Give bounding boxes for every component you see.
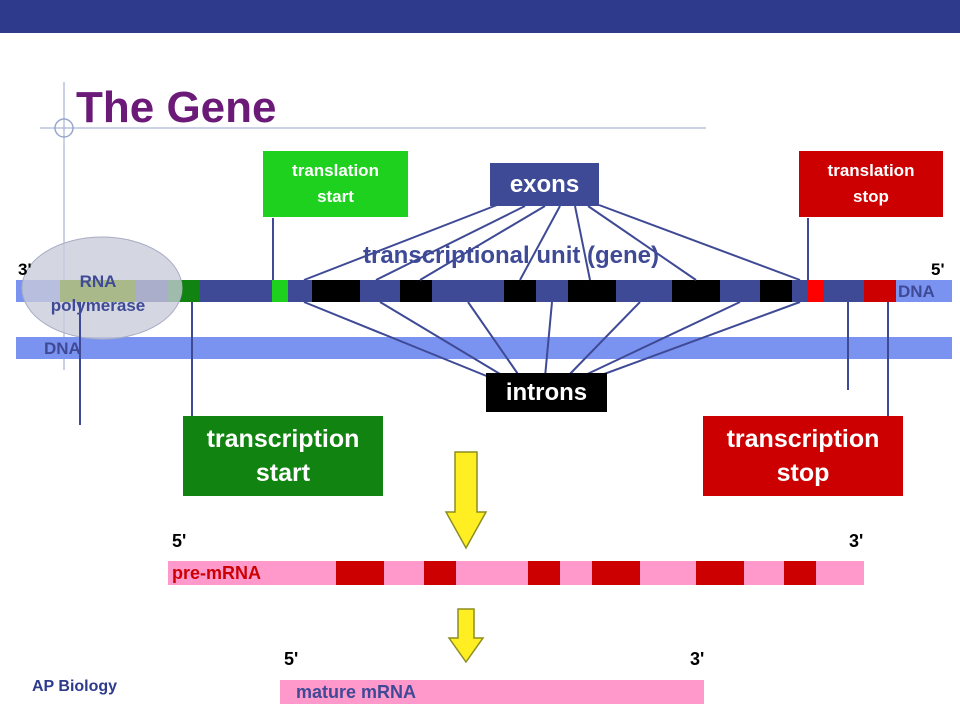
dna-bottom-label: DNA [44,339,81,358]
pre-mrna-label: pre-mRNA [172,563,262,583]
transcription-stop-line1: transcription [726,425,880,453]
pre-mrna-exon [424,561,456,585]
five-prime-right-label: 5' [931,260,945,279]
translation-start-line2: start [317,187,354,206]
mature-three-prime-label: 3' [690,649,705,669]
exon-block [312,280,360,302]
dna-template-strand [16,337,952,359]
pre-mrna-exon [336,561,384,585]
down-arrow-icon [447,608,485,664]
transcription-start-box: transcription start [183,416,383,496]
introns-box: introns [486,373,607,412]
translation-start-box: translation start [263,151,408,217]
mature-five-prime-label: 5' [284,649,299,669]
exons-label: exons [509,170,580,198]
transcription-stop-block [864,280,896,302]
translation-stop-line1: translation [827,161,915,180]
page-title: The Gene [76,83,277,132]
footer-label: AP Biology [32,678,118,695]
exon-block [672,280,720,302]
exon-block [760,280,792,302]
translation-stop-box: translation stop [799,151,943,217]
introns-label: introns [505,378,588,406]
pre-mrna-strand [168,561,864,585]
pre-mrna-three-prime-label: 3' [849,531,864,551]
translation-start-block [272,280,288,302]
header-bar [0,0,960,33]
rna-polymerase-line1: RNA [79,272,117,291]
dna-top-label: DNA [898,282,935,301]
pre-mrna-five-prime-label: 5' [172,531,187,551]
three-prime-left-label: 3' [18,260,32,279]
mature-mrna-strand [280,680,704,704]
rna-polymerase-line2: polymerase [50,296,146,315]
pre-mrna-exon [528,561,560,585]
pre-mrna-exon [784,561,816,585]
mature-mrna-label: mature mRNA [296,682,417,702]
pre-mrna-exon [592,561,640,585]
exon-block [504,280,536,302]
translation-stop-line2: stop [853,187,889,206]
transcription-start-line1: transcription [206,425,360,453]
down-arrow-icon [444,451,488,550]
transcription-start-line2: start [255,459,311,487]
transcription-stop-box: transcription stop [703,416,903,496]
transcription-stop-line2: stop [776,459,830,487]
translation-start-line1: translation [292,161,379,180]
translation-stop-block [808,280,824,302]
exon-block [400,280,432,302]
exon-block [568,280,616,302]
exons-box: exons [490,163,599,206]
transcriptional-unit-label: transcriptional unit (gene) [363,242,660,269]
rna-polymerase-label: RNA polymerase [28,270,168,318]
pre-mrna-exon [696,561,744,585]
